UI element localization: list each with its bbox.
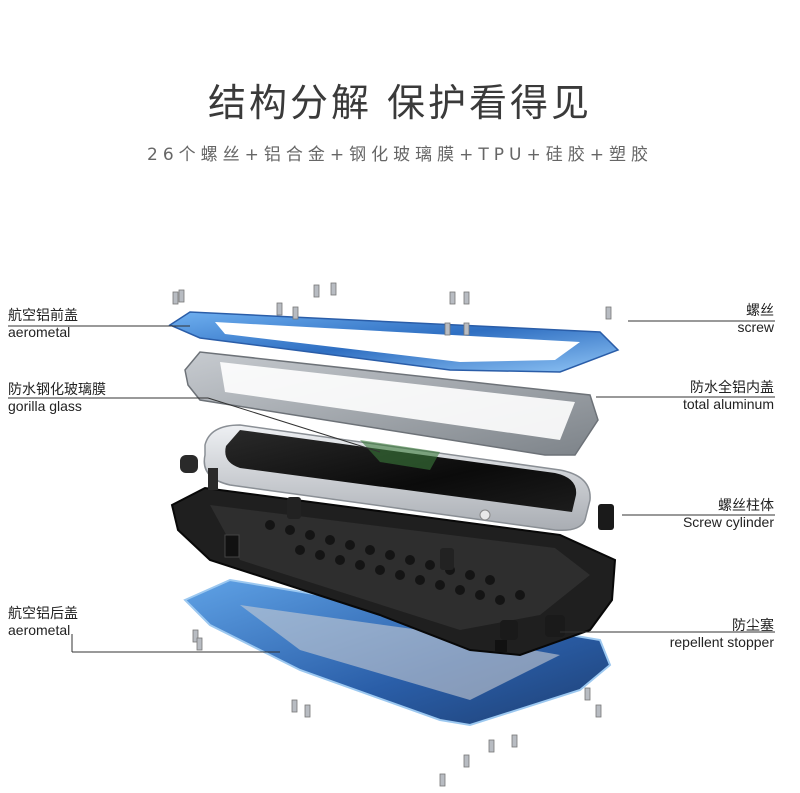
label-front-cover: 航空铝前盖 aerometal (8, 308, 78, 340)
silicone-case (170, 486, 617, 657)
back-aluminum-cover (183, 578, 612, 727)
page-title: 结构分解 保护看得见 (207, 81, 593, 125)
page-subtitle: 26个螺丝+铝合金+钢化玻璃膜+TPU+硅胶+塑胶 (147, 145, 653, 165)
label-front-cover-en: aerometal (8, 324, 71, 340)
label-screw-cn: 螺丝 (746, 303, 774, 319)
label-cylinder-en: Screw cylinder (682, 514, 774, 530)
label-back-cover: 航空铝后盖 aerometal (8, 606, 78, 638)
label-glass-cn: 防水钢化玻璃膜 (8, 382, 106, 398)
label-back-cover-cn: 航空铝后盖 (8, 606, 78, 622)
label-front-cover-cn: 航空铝前盖 (8, 308, 78, 324)
label-screw-en: screw (737, 319, 774, 335)
label-stopper: 防尘塞 repellent stopper (670, 618, 774, 650)
label-inner-cover-cn: 防水全铝内盖 (690, 380, 774, 396)
label-screw: 螺丝 screw (737, 303, 774, 335)
label-stopper-en: repellent stopper (669, 634, 774, 650)
label-cylinder: 螺丝柱体 Screw cylinder (683, 498, 774, 530)
front-aluminum-frame (168, 311, 620, 373)
label-stopper-cn: 防尘塞 (732, 618, 774, 634)
label-glass-en: gorilla glass (8, 398, 82, 414)
screws (172, 282, 612, 787)
phone (203, 424, 591, 532)
label-glass: 防水钢化玻璃膜 gorilla glass (8, 382, 106, 414)
label-inner-cover: 防水全铝内盖 total aluminum (683, 380, 774, 412)
inner-aluminum-cover (184, 351, 599, 456)
label-inner-cover-en: total aluminum (682, 396, 774, 412)
screw-cylinders (180, 455, 614, 570)
label-cylinder-cn: 螺丝柱体 (718, 498, 774, 514)
callout-lines (8, 320, 775, 653)
label-back-cover-en: aerometal (8, 622, 71, 638)
